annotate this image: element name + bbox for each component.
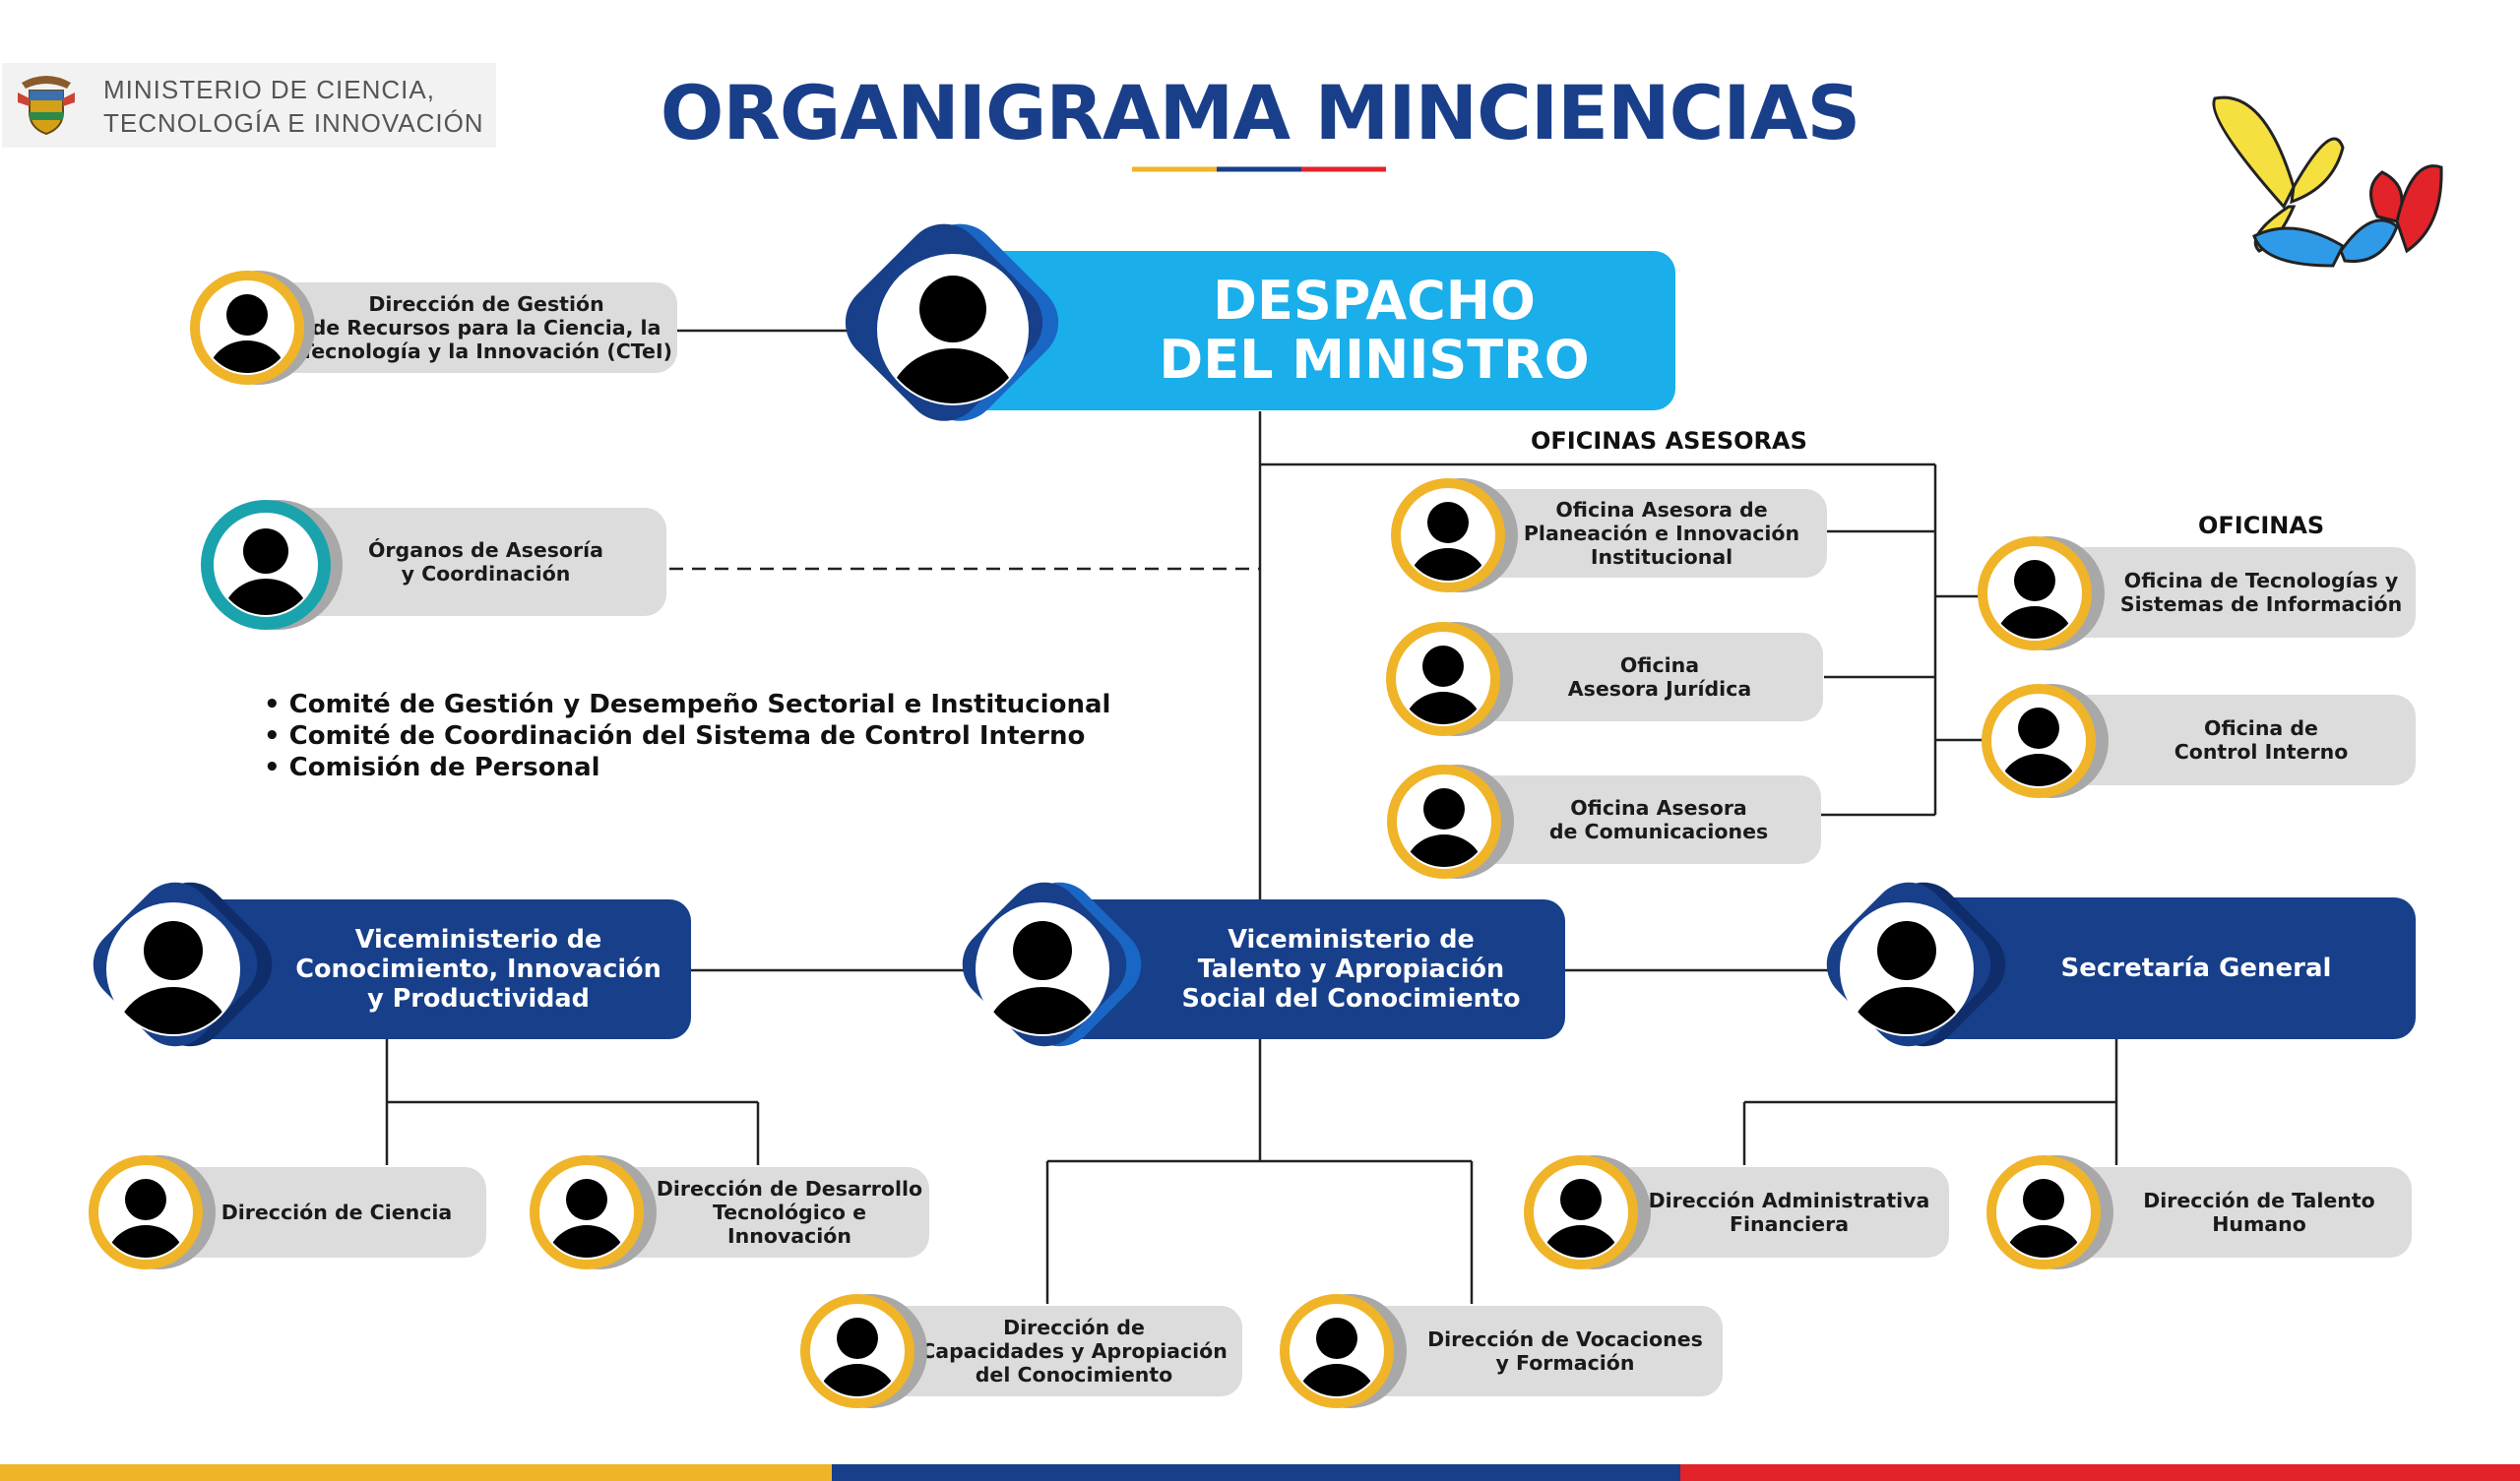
person-icon [1386,622,1513,736]
coat-of-arms-icon [18,76,75,136]
person-icon [1280,1294,1407,1408]
oficina-control-interno-label: Oficina de Control Interno [2174,716,2349,764]
page-title: ORGANIGRAMA MINCIENCIAS [660,69,1861,156]
person-icon [1978,536,2105,650]
despacho-ministro-box[interactable]: DESPACHO DEL MINISTRO [984,251,1675,410]
person-icon [1387,765,1514,879]
viceministerio-talento-label: Viceministerio de Talento y Apropiación … [1181,925,1521,1014]
person-icon [190,271,315,385]
direccion-capacidades-label: Dirección de Capacidades y Apropiación d… [920,1316,1228,1387]
direccion-vocaciones-label: Dirección de Vocaciones y Formación [1427,1327,1703,1375]
oficina-comunicaciones-box[interactable]: Oficina Asesora de Comunicaciones [1467,775,1821,864]
ministry-logo: MINISTERIO DE CIENCIA, TECNOLOGÍA E INNO… [2,63,496,148]
oficina-planeacion-label: Oficina Asesora de Planeación e Innovaci… [1523,498,1800,569]
list-item: Comisión de Personal [264,752,1110,783]
secretaria-general-box[interactable]: Secretaría General [1937,897,2416,1039]
direccion-administrativa-box[interactable]: Dirección Administrativa Financiera [1585,1167,1949,1258]
direccion-recursos-label: Dirección de Gestión de Recursos para la… [300,292,672,363]
oficinas-heading: OFICINAS [2198,512,2325,539]
viceministerio-conocimiento-label: Viceministerio de Conocimiento, Innovaci… [295,925,662,1014]
oficina-tecnologias-box[interactable]: Oficina de Tecnologías y Sistemas de Inf… [2057,547,2416,638]
person-icon [201,500,343,630]
flag-bar-blue [832,1464,1680,1481]
ministry-name-line1: MINISTERIO DE CIENCIA, [103,75,435,104]
person-icon [530,1155,657,1269]
person-icon [1986,1155,2113,1269]
person-icon [1524,1155,1651,1269]
person-icon [93,882,273,1047]
secretaria-general-label: Secretaría General [2060,954,2332,983]
person-icon [1826,882,2006,1047]
oficina-juridica-box[interactable]: Oficina Asesora Jurídica [1467,633,1823,721]
direccion-talento-humano-label: Dirección de Talento Humano [2143,1189,2375,1236]
flag-bar-yellow [0,1464,832,1481]
person-icon [1391,478,1518,592]
direccion-talento-humano-box[interactable]: Dirección de Talento Humano [2057,1167,2412,1258]
oficina-tecnologias-label: Oficina de Tecnologías y Sistemas de Inf… [2119,569,2403,616]
person-icon [845,223,1059,421]
ministry-name-line2: TECNOLOGÍA E INNOVACIÓN [103,108,484,138]
person-icon [1982,684,2109,798]
flag-bar-red [1680,1464,2520,1481]
direccion-capacidades-box[interactable]: Dirección de Capacidades y Apropiación d… [866,1306,1242,1396]
comites-list: Comité de Gestión y Desempeño Sectorial … [264,689,1111,783]
organos-asesoria-label: Órganos de Asesoría y Coordinación [367,538,603,586]
viceministerio-talento-box[interactable]: Viceministerio de Talento y Apropiación … [1068,899,1565,1039]
viceministerio-conocimiento-box[interactable]: Viceministerio de Conocimiento, Innovaci… [197,899,691,1039]
direccion-recursos-box[interactable]: Dirección de Gestión de Recursos para la… [246,282,677,373]
oficina-control-interno-box[interactable]: Oficina de Control Interno [2057,695,2416,785]
person-icon [800,1294,927,1408]
oficina-comunicaciones-label: Oficina Asesora de Comunicaciones [1548,796,1769,843]
person-icon [89,1155,216,1269]
direccion-vocaciones-box[interactable]: Dirección de Vocaciones y Formación [1349,1306,1723,1396]
ministry-name: MINISTERIO DE CIENCIA, TECNOLOGÍA E INNO… [103,73,484,140]
person-icon [962,882,1142,1047]
direccion-ciencia-label: Dirección de Ciencia [220,1201,453,1224]
oficina-juridica-label: Oficina Asesora Jurídica [1567,653,1752,701]
oficinas-asesoras-heading: OFICINAS ASESORAS [1531,427,1807,455]
list-item: Comité de Gestión y Desempeño Sectorial … [264,689,1111,720]
despacho-ministro-label: DESPACHO DEL MINISTRO [1159,270,1590,391]
list-item: Comité de Coordinación del Sistema de Co… [264,720,1110,752]
oficina-planeacion-box[interactable]: Oficina Asesora de Planeación e Innovaci… [1467,489,1827,578]
direccion-administrativa-label: Dirección Administrativa Financiera [1648,1189,1930,1236]
direccion-desarrollo-label: Dirección de Desarrollo Tecnológico e In… [656,1177,923,1248]
butterfly-icon [2212,95,2443,268]
